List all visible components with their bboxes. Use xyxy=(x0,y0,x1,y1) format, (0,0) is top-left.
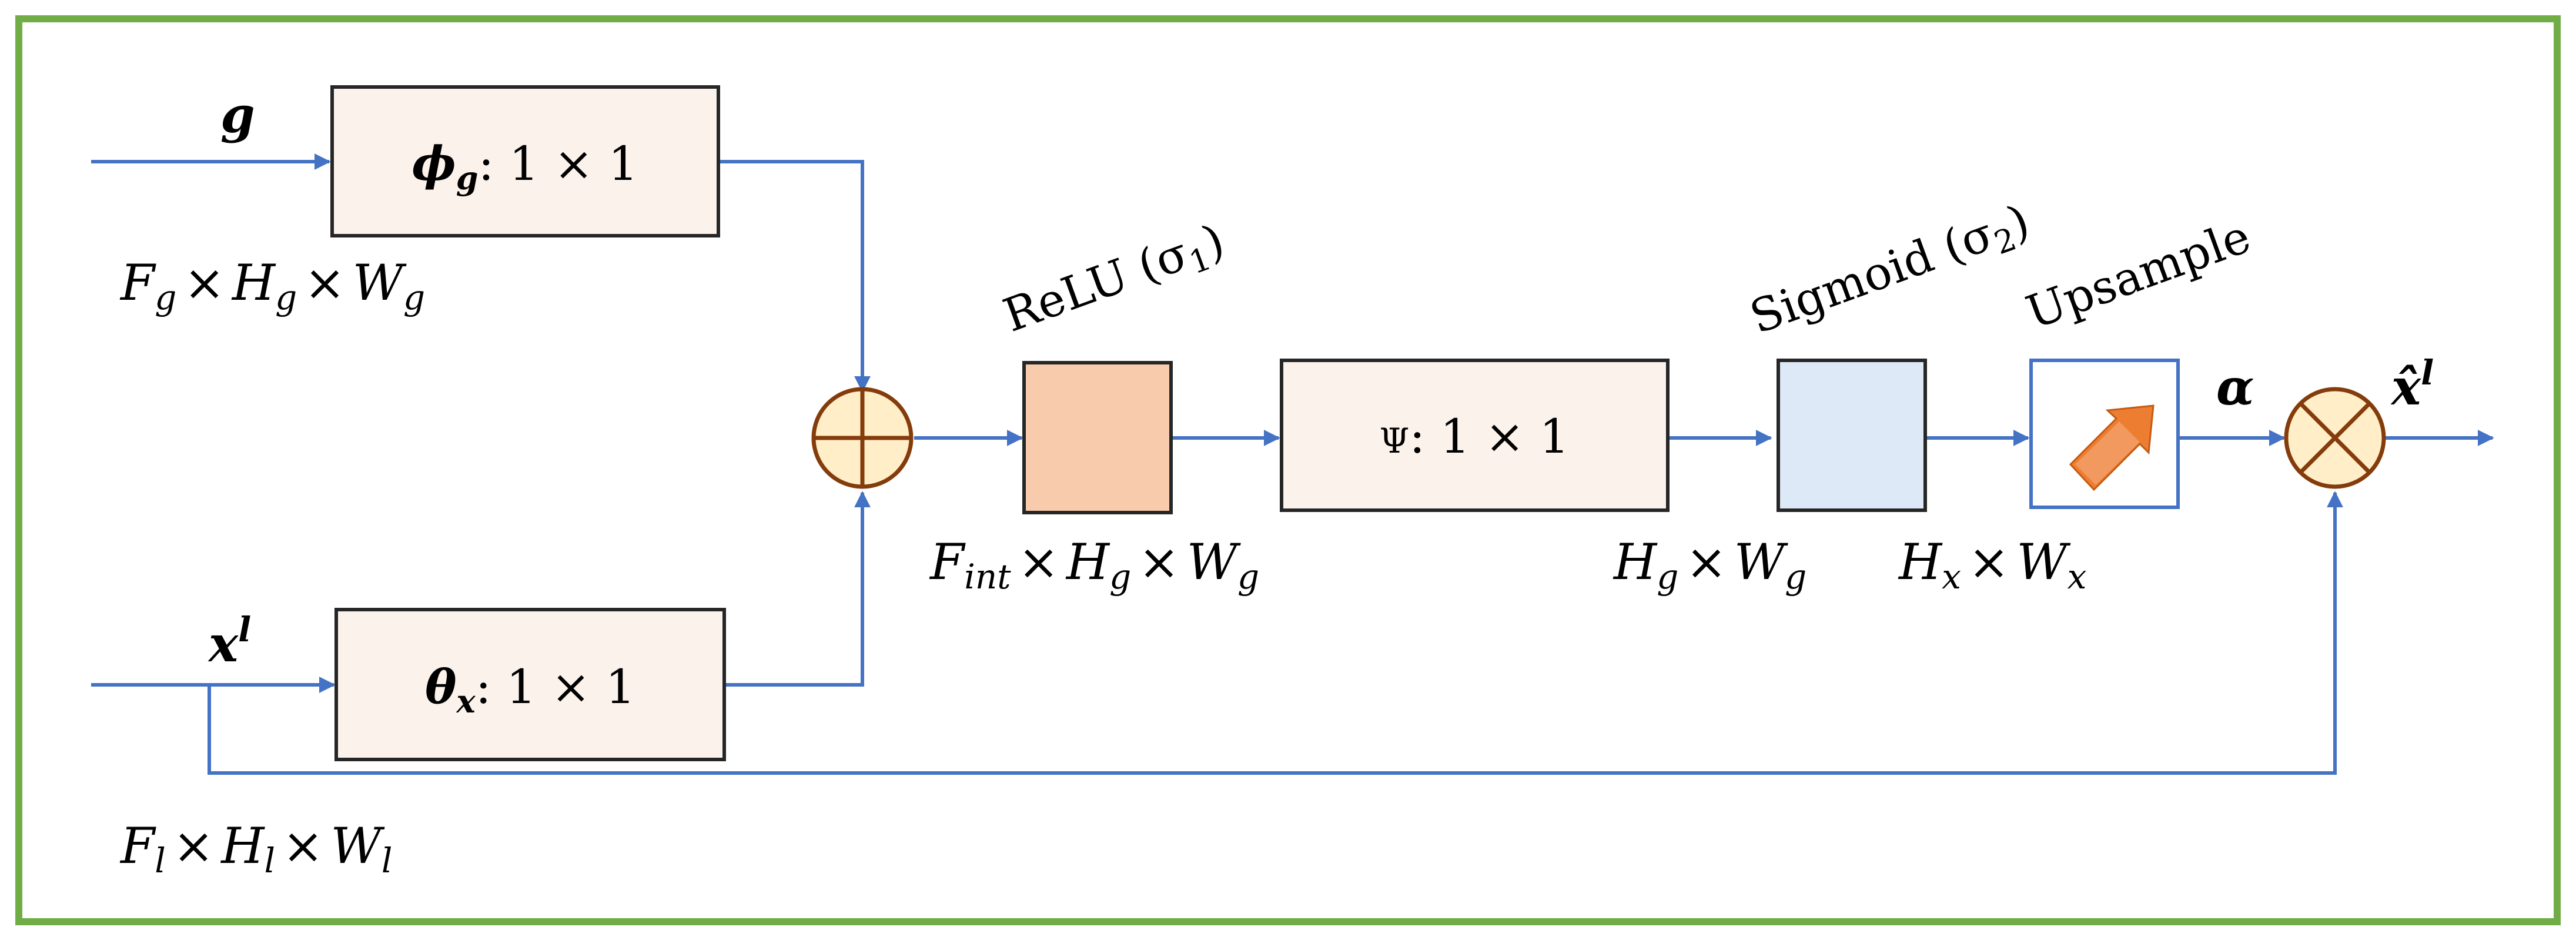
phi-to-add-line xyxy=(718,160,871,393)
add-node xyxy=(811,387,914,489)
theta-to-add-line xyxy=(724,491,871,687)
psi-out-dims: Hg×Wg xyxy=(1612,533,1806,597)
output-label: x̂l xyxy=(2390,353,2434,416)
x-symbol: xl xyxy=(208,610,251,673)
theta-x-label: θx: 1 × 1 xyxy=(425,659,635,720)
phi-g-label: ϕg: 1 × 1 xyxy=(412,136,638,197)
psi-label: Ψ: 1 × 1 xyxy=(1380,409,1570,464)
x-dims: Fl×Hl×Wl xyxy=(119,817,392,881)
skip-connection-line xyxy=(208,491,2343,775)
upsample-arrow-icon xyxy=(2069,404,2155,491)
multiply-node-diag-2 xyxy=(2299,401,2371,474)
sigmoid-block xyxy=(1777,359,1927,512)
g-symbol: g xyxy=(220,86,255,144)
multiply-node xyxy=(2284,387,2386,489)
psi-block xyxy=(1280,359,1670,512)
phi-g-block xyxy=(330,85,720,237)
connectors xyxy=(91,153,2494,775)
upsample-out-dims: Hx×Wx xyxy=(1898,533,2086,597)
alpha-label: α xyxy=(2216,358,2254,416)
g-dims: Fg×Hg×Wg xyxy=(119,254,425,317)
relu-out-dims: Fint×Hg×Wg xyxy=(929,533,1259,597)
relu-block xyxy=(1022,361,1173,514)
theta-x-block xyxy=(334,608,726,761)
